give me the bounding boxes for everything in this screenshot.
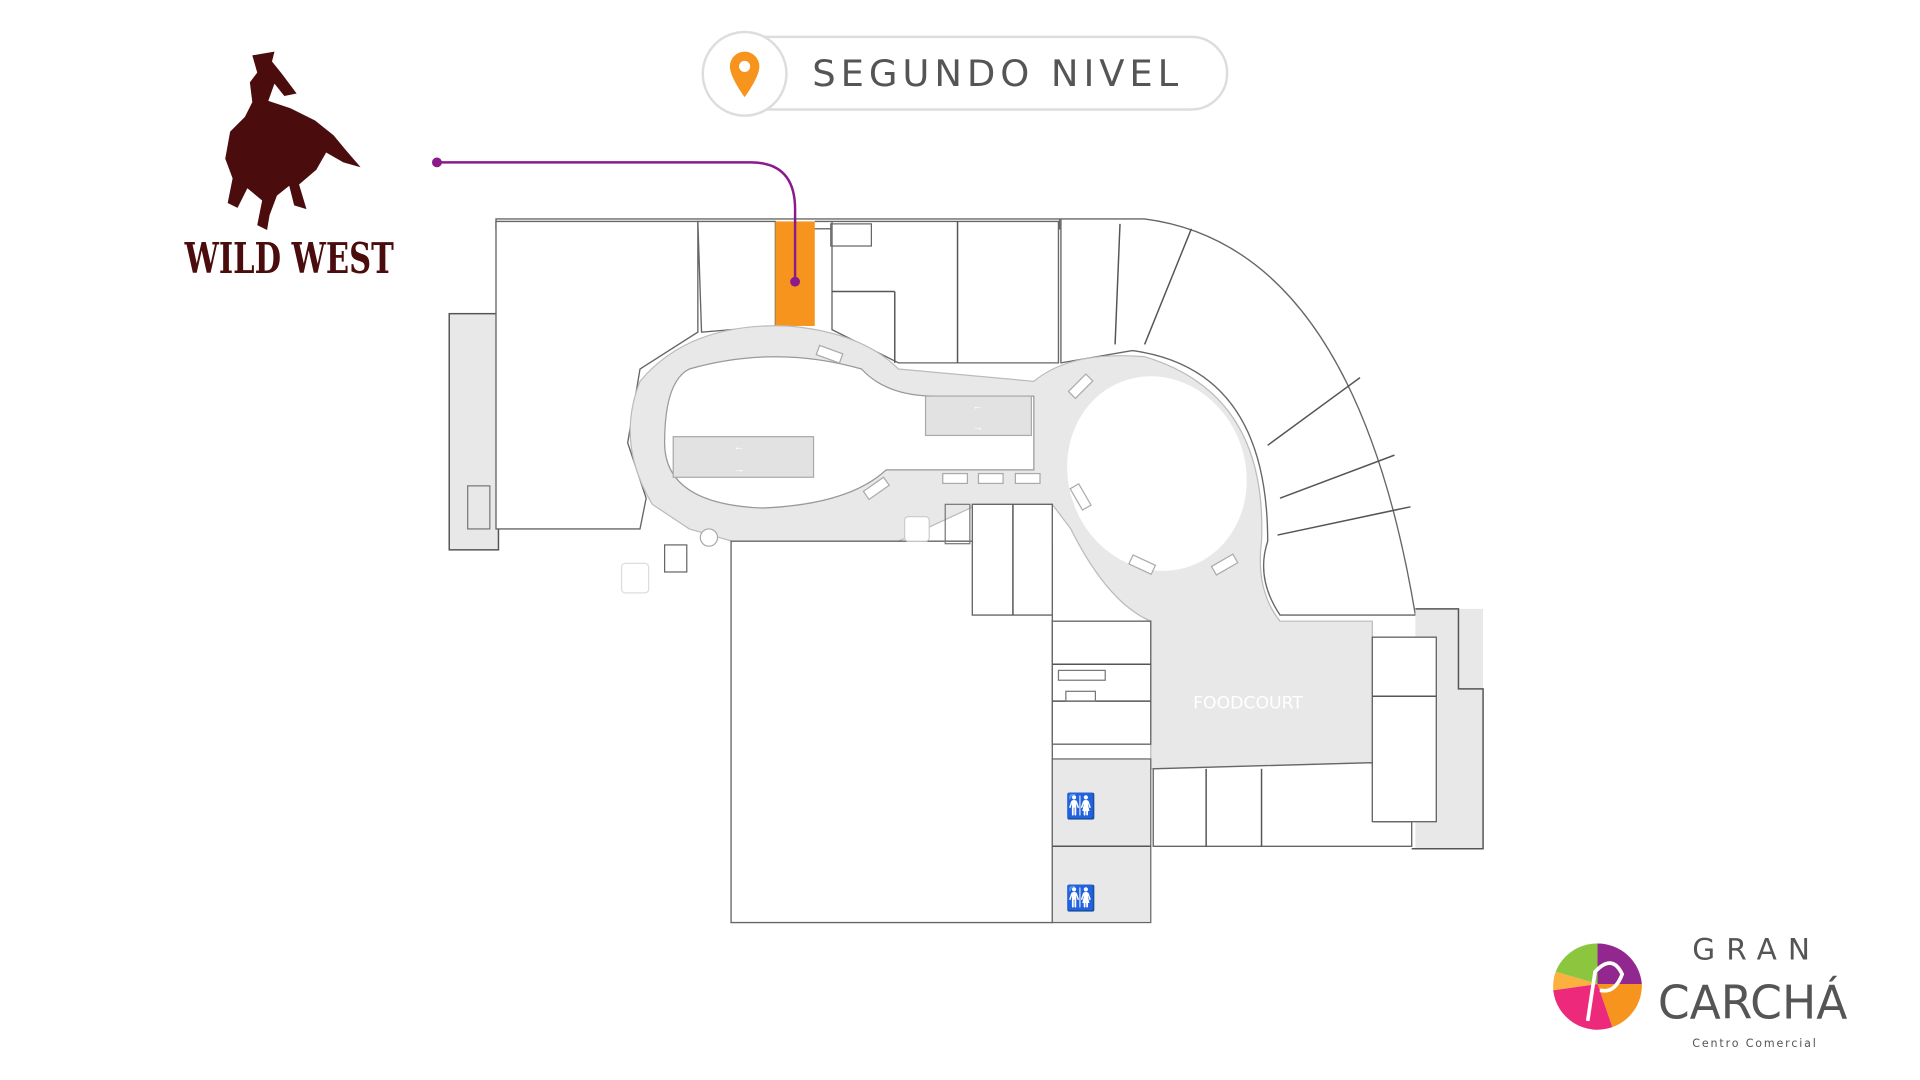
elevator-icon-2 bbox=[620, 562, 650, 594]
store-name: WILD WEST bbox=[184, 234, 394, 283]
level-title: SEGUNDO NIVEL bbox=[812, 52, 1183, 95]
store-connector bbox=[432, 157, 800, 287]
restroom-icon: 🚻 bbox=[1066, 791, 1097, 820]
foodcourt-label: FOODCOURT bbox=[1193, 694, 1303, 714]
brand-line2: CARCHÁ bbox=[1658, 976, 1848, 1031]
floor-plan: ← → ← → 🚻 🚻 FOO bbox=[448, 218, 1484, 924]
restroom-icon-2: 🚻 bbox=[1066, 884, 1097, 913]
escalator-up-arrow-2: ← bbox=[734, 441, 745, 453]
map-pin-icon bbox=[729, 51, 760, 98]
cowboy-horse-icon bbox=[225, 51, 361, 231]
brand-tagline: Centro Comercial bbox=[1692, 1037, 1817, 1050]
elevator-icon bbox=[904, 516, 930, 542]
carcha-emblem-icon bbox=[1553, 943, 1642, 1030]
brand-line1: GRAN bbox=[1692, 932, 1821, 966]
level-header: SEGUNDO NIVEL bbox=[701, 30, 1229, 117]
escalator-up-arrow: ← bbox=[972, 401, 983, 413]
gran-carcha-logo: GRAN CARCHÁ Centro Comercial bbox=[1553, 932, 1848, 1050]
escalator-down-arrow-2: → bbox=[734, 463, 745, 475]
escalator-down-arrow: → bbox=[972, 422, 983, 434]
wild-west-logo[interactable]: WILD WEST bbox=[184, 51, 394, 283]
